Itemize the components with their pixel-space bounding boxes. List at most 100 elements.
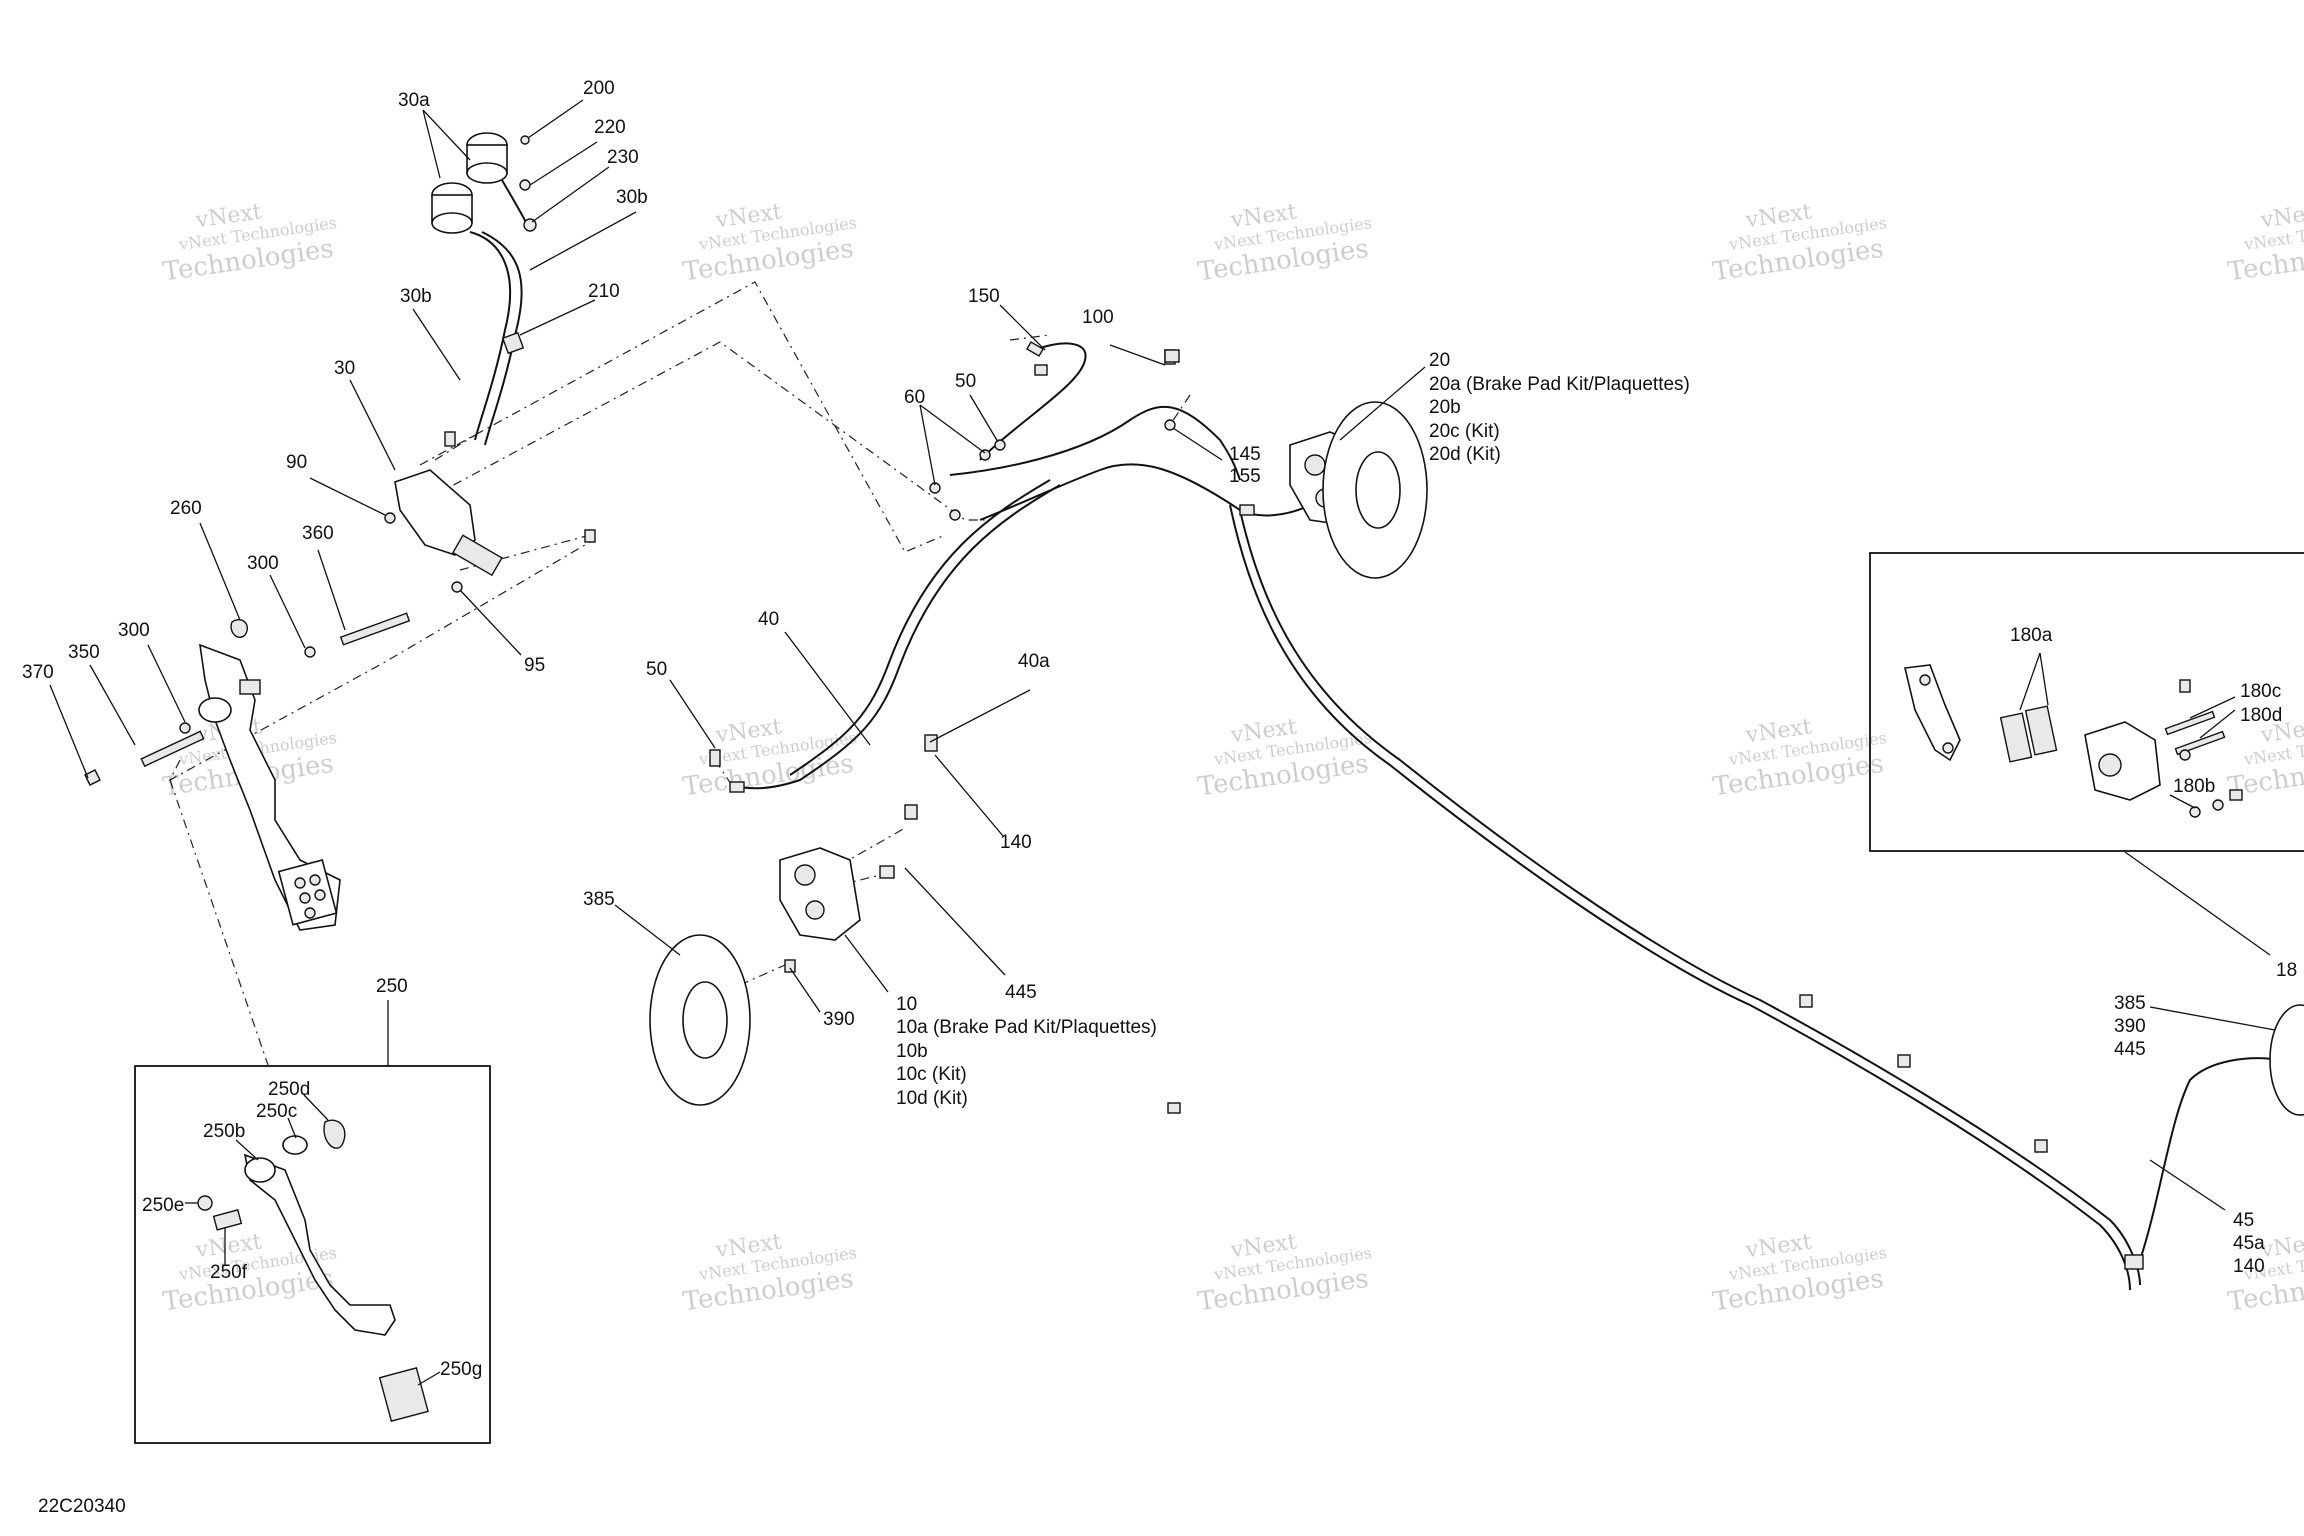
bolt — [784, 959, 796, 973]
leader-line — [999, 304, 1046, 351]
pivot-bolt — [339, 612, 411, 646]
callout-label: 350 — [68, 642, 100, 663]
leader-line — [919, 404, 936, 486]
brake-pedal-arm — [199, 643, 341, 931]
clip — [2034, 1139, 2048, 1153]
leader-line — [2169, 794, 2196, 809]
callout-label: 145 — [1229, 444, 1261, 465]
caliper — [779, 847, 861, 941]
leader-line — [904, 867, 1006, 976]
fitting — [729, 781, 745, 793]
leader-line — [969, 394, 999, 443]
pedal-pivot — [244, 1157, 276, 1183]
callout-label: 20b — [1429, 397, 1461, 418]
leader-line — [422, 109, 441, 179]
washer — [519, 179, 531, 191]
screw — [520, 135, 530, 145]
assembly-line — [739, 964, 786, 986]
reservoir-base — [466, 162, 508, 184]
leader-line — [49, 684, 89, 779]
leader-line — [614, 904, 681, 956]
hose-fittings — [709, 341, 2144, 1270]
callout-label: 385 — [2114, 993, 2146, 1014]
nut — [451, 581, 463, 593]
callout-label: 360 — [302, 523, 334, 544]
leader-line — [519, 299, 596, 336]
leader-line — [784, 631, 871, 746]
callout-label: 30 — [334, 358, 355, 379]
leader-line — [789, 967, 821, 1013]
callout-label: 20d (Kit) — [1429, 444, 1501, 465]
callout-label: 390 — [823, 1009, 855, 1030]
callout-label: 200 — [583, 78, 615, 99]
callout-label: 180d — [2240, 705, 2282, 726]
pedal-cover — [378, 1367, 429, 1423]
master-cylinder-assembly — [384, 132, 596, 593]
callout-label: 30b — [400, 286, 432, 307]
fitting — [444, 431, 456, 447]
pedal-stop — [239, 679, 261, 695]
pedal-pad — [277, 858, 338, 926]
assembly-line — [419, 281, 946, 553]
pad-hole — [304, 907, 316, 919]
washer — [2179, 749, 2191, 761]
callout-label: 30a — [398, 90, 430, 111]
washer — [2189, 806, 2201, 818]
inset-frame — [1869, 552, 2304, 852]
leader-line — [1339, 366, 1426, 441]
callout-label: 250g — [440, 1359, 482, 1380]
watermark: vNext vNext Technologies Technologies — [2226, 199, 2304, 287]
callout-label: 250e — [142, 1195, 184, 1216]
callout-label: 10c (Kit) — [896, 1064, 967, 1085]
hose — [1239, 509, 2141, 1286]
leader-line — [309, 477, 386, 516]
nut — [84, 769, 101, 786]
watermark: vNext vNext Technologies Technologies — [1196, 714, 1373, 802]
bleed-screw — [2179, 679, 2191, 693]
slide-pin — [2174, 730, 2226, 756]
leader-line — [1172, 427, 1223, 461]
leader-line — [2199, 709, 2236, 739]
callout-label: 140 — [1000, 832, 1032, 853]
leader-line — [929, 689, 1031, 743]
callout-label: 45a — [2233, 1233, 2265, 1254]
hose — [1229, 504, 2131, 1291]
callout-label: 220 — [594, 117, 626, 138]
callout-label: 40a — [1018, 651, 1050, 672]
leader-line — [2149, 1159, 2226, 1211]
watermark: vNext vNext Technologies Technologies — [1711, 199, 1888, 287]
leader-line — [287, 1117, 297, 1139]
rear-brake-disc — [2269, 1004, 2304, 1116]
caliper-piston — [794, 864, 816, 886]
leader-line — [527, 99, 584, 139]
leader-line — [529, 211, 637, 271]
front-left-brake — [649, 847, 861, 1106]
leader-line — [529, 141, 598, 186]
leader-line — [147, 644, 186, 723]
callout-label: 30b — [616, 187, 648, 208]
fitting — [709, 749, 721, 767]
spring — [323, 1119, 346, 1149]
hose — [949, 406, 1241, 481]
washer — [304, 646, 316, 658]
fitting — [2229, 789, 2243, 801]
callout-label: 445 — [1005, 982, 1037, 1003]
bolt — [904, 804, 918, 820]
callout-label: 90 — [286, 452, 307, 473]
bolt — [584, 529, 596, 543]
disc-hub — [1355, 451, 1401, 529]
callout-label: 60 — [904, 387, 925, 408]
front-right-brake — [1289, 401, 1428, 579]
watermark: vNext vNext Technologies Technologies — [681, 1229, 858, 1317]
watermark: vNext vNext Technologies Technologies — [1196, 199, 1373, 287]
leader-line — [269, 574, 306, 649]
hose — [469, 231, 512, 441]
washer — [2212, 799, 2224, 811]
callout-label: 390 — [2114, 1016, 2146, 1037]
bolt — [879, 865, 895, 879]
leader-line — [2039, 652, 2049, 706]
callout-label: 250f — [210, 1262, 248, 1283]
watermark-layer: vNext vNext Technologies Technologies vN… — [161, 199, 2304, 1317]
inset-frame — [134, 1065, 491, 1444]
callout-label: 210 — [588, 281, 620, 302]
